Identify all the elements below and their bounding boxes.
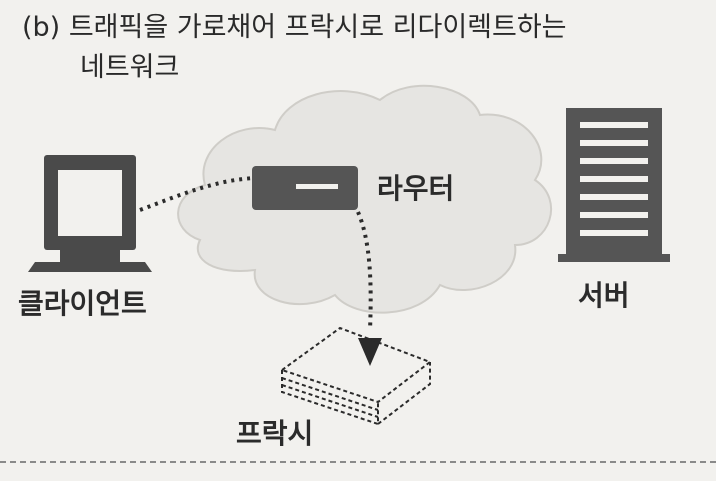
caption-line-2: 네트워크 <box>80 52 180 83</box>
proxy-box-icon <box>279 326 433 426</box>
network-cloud <box>177 84 553 314</box>
figure-caption: (b) 트래픽을 가로채어 프락시로 리다이렉트하는 네트워크 <box>22 8 567 88</box>
client-computer-icon <box>28 155 152 272</box>
caption-label: (b) <box>22 12 61 43</box>
server-icon <box>558 108 670 262</box>
caption-line-1: 트래픽을 가로채어 프락시로 리다이렉트하는 <box>68 12 567 43</box>
router-proxy-arrowhead <box>358 338 382 366</box>
router-label: 라우터 <box>377 172 454 205</box>
router-proxy-link <box>356 211 373 331</box>
proxy-label: 프락시 <box>236 417 313 450</box>
router-icon <box>252 166 358 210</box>
server-label: 서버 <box>578 279 630 312</box>
client-label: 클라이언트 <box>18 287 147 320</box>
